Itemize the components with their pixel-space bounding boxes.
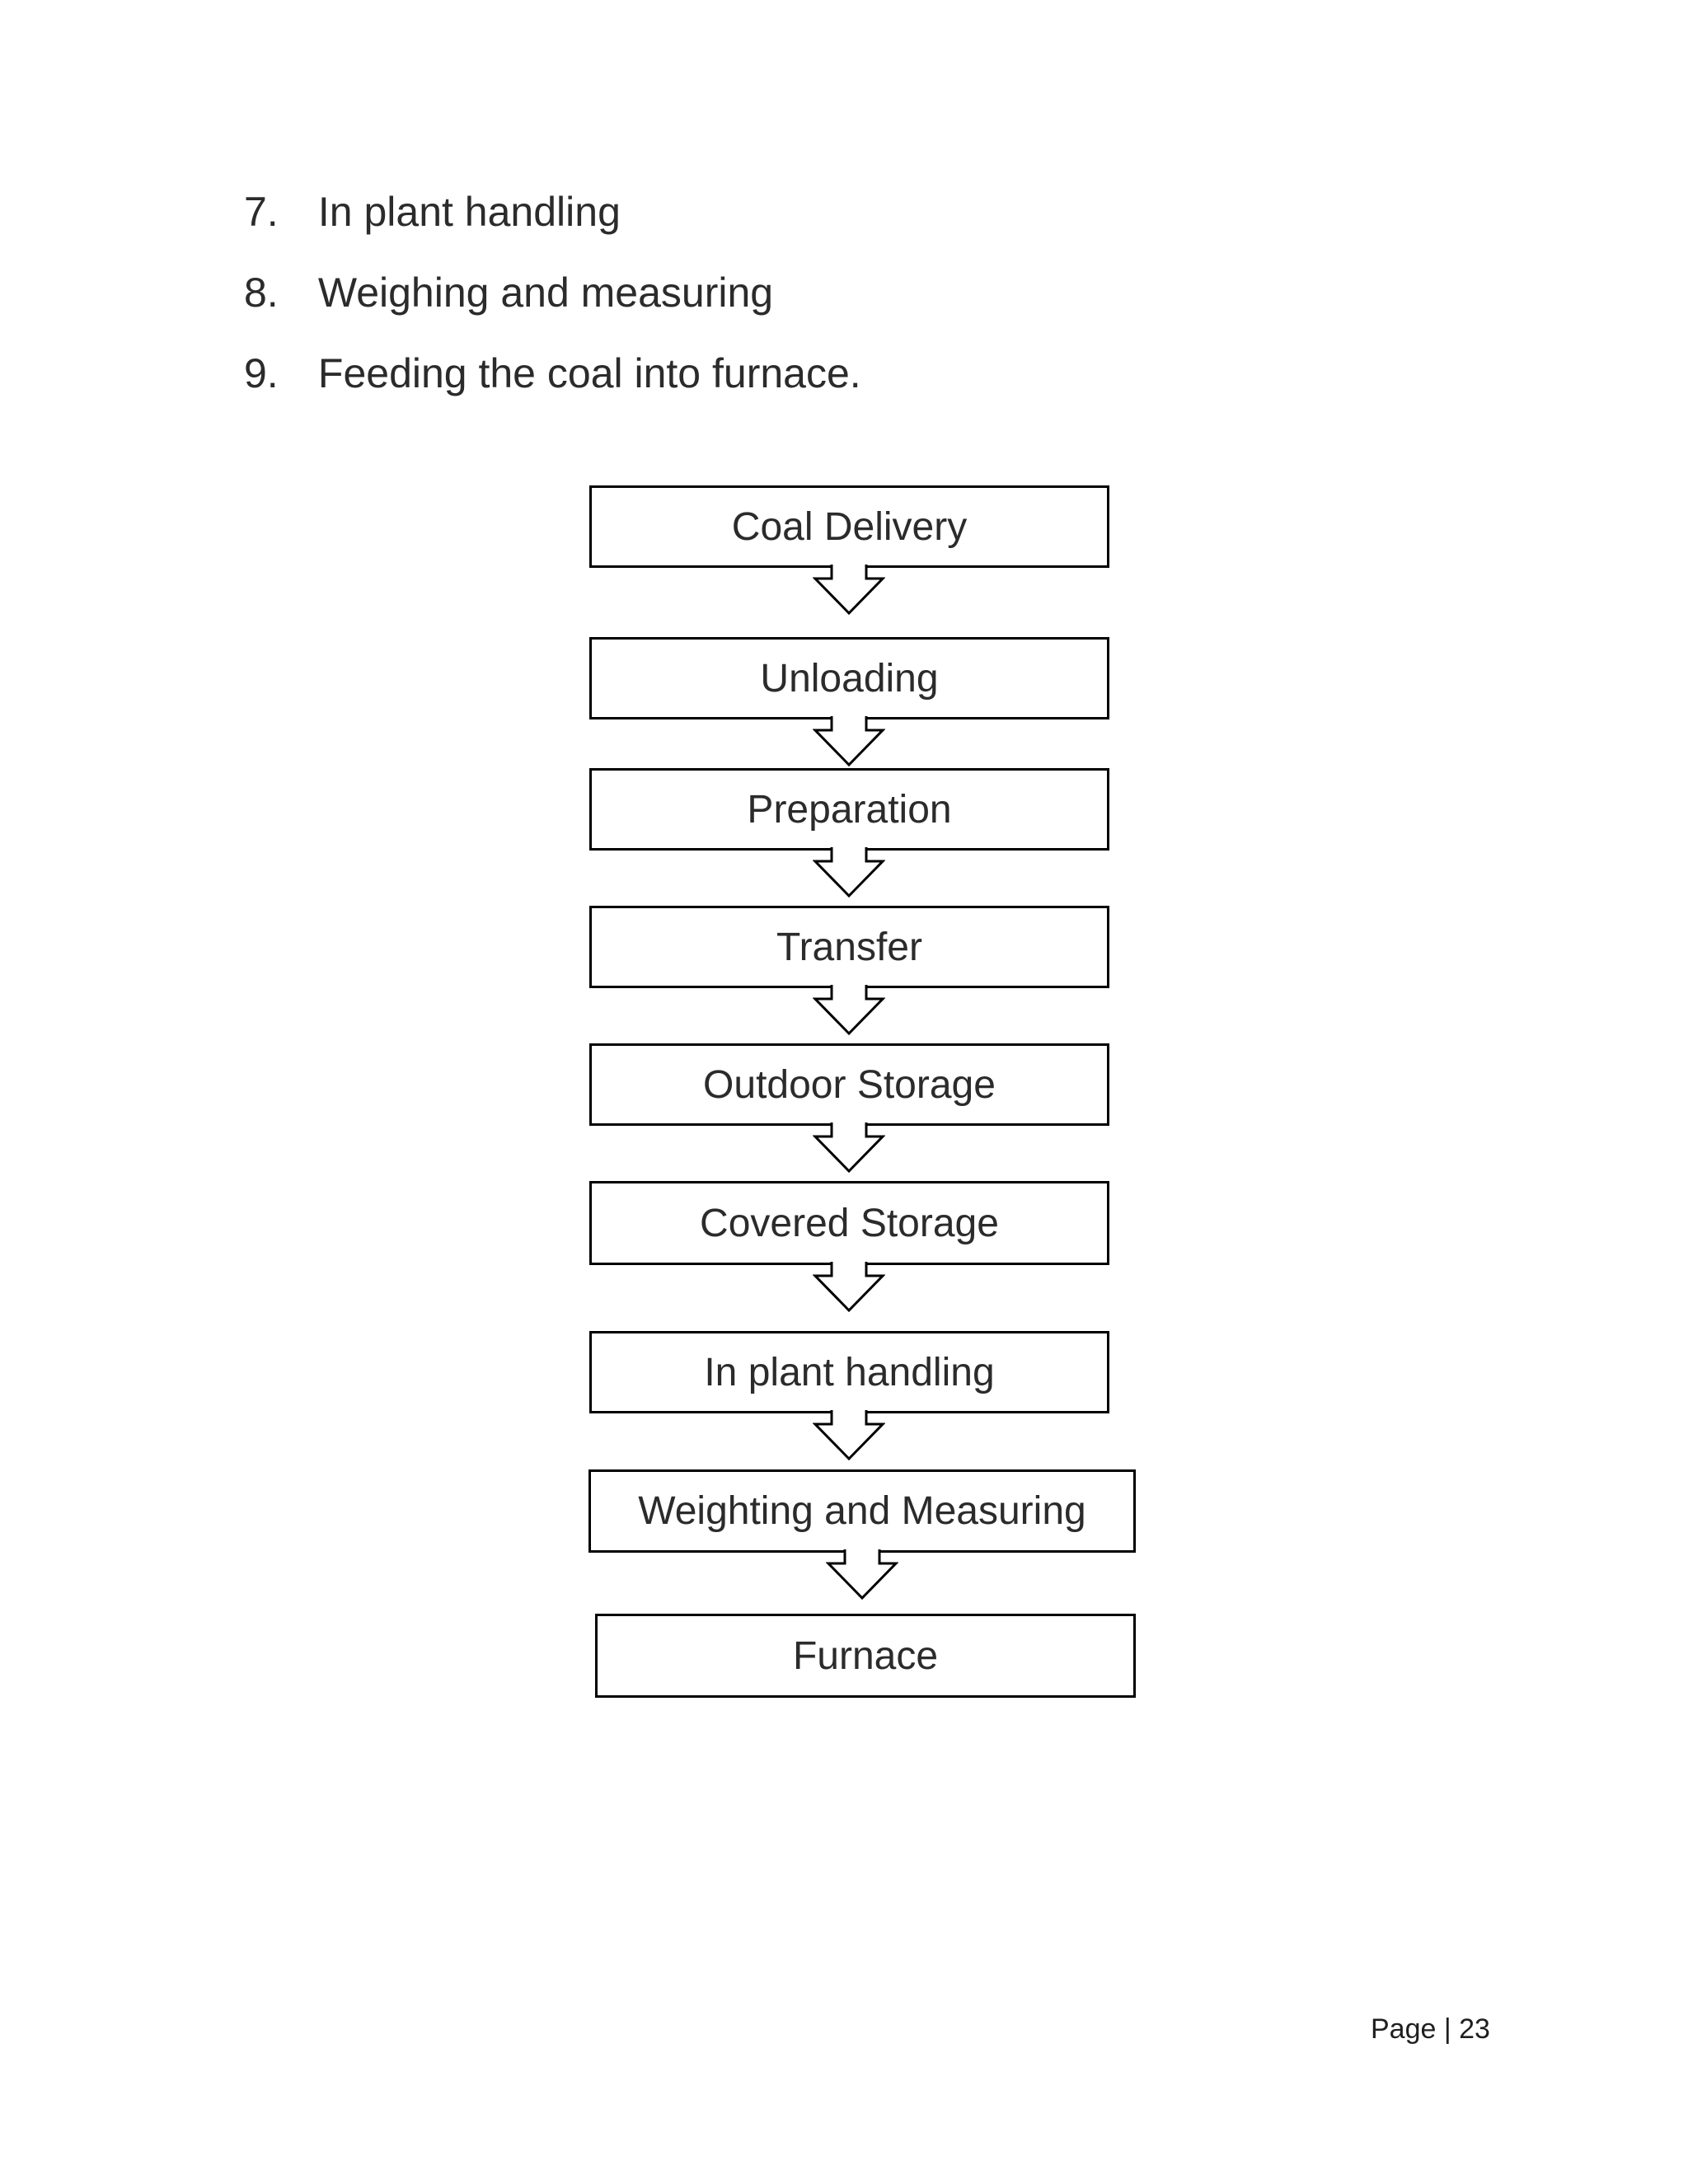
down-arrow-icon [813, 847, 885, 898]
flowchart-step-furnace: Furnace [595, 1614, 1136, 1698]
list-item-text: In plant handling [317, 189, 621, 235]
list-item-number: 7. [244, 189, 279, 235]
flowchart-step-label: In plant handling [704, 1350, 995, 1394]
page-number: Page | 23 [1371, 2013, 1490, 2045]
list-item-text: Feeding the coal into furnace. [317, 350, 861, 396]
down-arrow-icon [813, 716, 885, 767]
list-item: 8. Weighing and measuring [244, 269, 773, 316]
list-item-number: 8. [244, 269, 279, 316]
list-item-text: Weighing and measuring [317, 269, 774, 316]
down-arrow-icon [813, 565, 885, 616]
down-arrow-icon [813, 985, 885, 1036]
down-arrow-icon [813, 1410, 885, 1461]
flowchart-step-label: Coal Delivery [731, 504, 968, 549]
flowchart-step-label: Unloading [760, 656, 939, 701]
flowchart-step-transfer: Transfer [589, 906, 1109, 988]
flowchart-step-label: Furnace [792, 1633, 939, 1678]
flowchart-step-weighting-measuring: Weighting and Measuring [588, 1469, 1136, 1553]
list-item: 7. In plant handling [244, 188, 621, 236]
flowchart-step-label: Outdoor Storage [703, 1062, 996, 1107]
list-item: 9. Feeding the coal into furnace. [244, 349, 861, 397]
down-arrow-icon [826, 1549, 898, 1601]
flowchart-step-label: Covered Storage [700, 1201, 999, 1245]
flowchart-step-in-plant-handling: In plant handling [589, 1331, 1109, 1413]
down-arrow-icon [813, 1122, 885, 1174]
flowchart-step-outdoor-storage: Outdoor Storage [589, 1043, 1109, 1126]
flowchart-step-unloading: Unloading [589, 637, 1109, 719]
flowchart-step-covered-storage: Covered Storage [589, 1181, 1109, 1265]
flowchart-step-label: Weighting and Measuring [638, 1489, 1086, 1533]
flowchart-step-label: Transfer [776, 925, 922, 969]
down-arrow-icon [813, 1262, 885, 1313]
flowchart-step-preparation: Preparation [589, 768, 1109, 851]
flowchart-step-label: Preparation [747, 787, 952, 832]
flowchart-step-coal-delivery: Coal Delivery [589, 485, 1109, 568]
list-item-number: 9. [244, 350, 279, 396]
